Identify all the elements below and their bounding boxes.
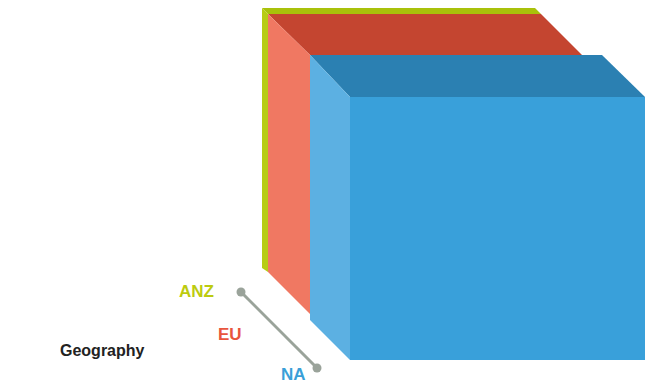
anz-slice-top xyxy=(262,8,541,14)
eu-slice-top xyxy=(268,14,582,55)
na-slice-front xyxy=(350,97,645,360)
eu-slice-side xyxy=(268,14,310,314)
member-label: EU xyxy=(218,325,242,345)
na-slice-top xyxy=(310,55,645,97)
axis-end-dot xyxy=(313,364,322,373)
member-label: NA xyxy=(281,365,306,385)
axis-end-dot xyxy=(237,288,246,297)
anz-slice-side xyxy=(262,8,268,272)
na-slice-side xyxy=(310,55,350,360)
dimension-label: Geography xyxy=(60,341,144,361)
member-label: ANZ xyxy=(179,282,214,302)
axis-leader-line xyxy=(241,292,317,368)
